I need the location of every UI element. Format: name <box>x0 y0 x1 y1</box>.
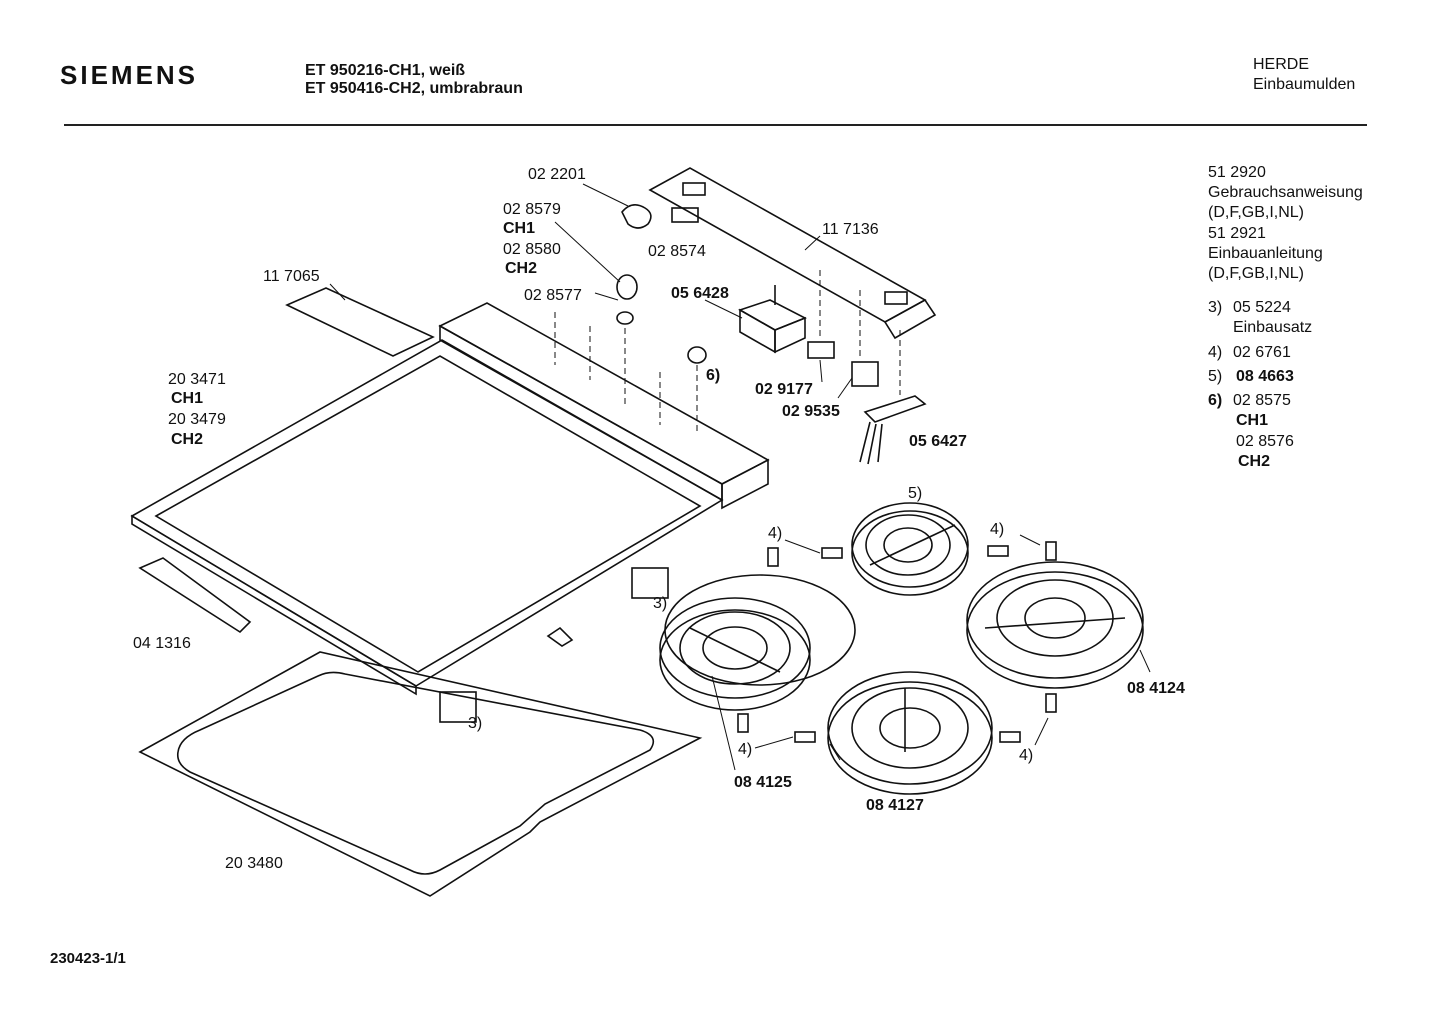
label-ch1-knob: CH1 <box>503 220 536 237</box>
subcategory-label: Einbaumulden <box>1253 76 1356 93</box>
label-028577: 02 8577 <box>524 287 582 304</box>
label-note4-d: 4) <box>1019 747 1034 764</box>
spacer-4b <box>987 545 1009 557</box>
label-note3-b: 3) <box>468 715 483 732</box>
switch-029177 <box>807 341 835 359</box>
clip-022201 <box>621 204 652 229</box>
label-029535: 02 9535 <box>782 403 840 420</box>
side-note4-part: 02 6761 <box>1233 344 1291 361</box>
frame-gasket-203480 <box>138 651 703 897</box>
label-note4-b: 4) <box>990 521 1005 538</box>
label-056427: 05 6427 <box>909 433 967 450</box>
side-note5-ref: 5) <box>1208 368 1223 385</box>
side-note6-part-ch2: 02 8576 <box>1236 433 1294 450</box>
side-note3-ref: 3) <box>1208 299 1223 316</box>
side-note4-ref: 4) <box>1208 344 1223 361</box>
hotplate-084125 <box>659 574 856 711</box>
header-divider <box>64 124 1367 126</box>
label-028574: 02 8574 <box>648 243 706 260</box>
label-ch1-top: CH1 <box>171 390 204 407</box>
side-note6-part-ch1: 02 8575 <box>1233 392 1291 409</box>
hotplate-084127 <box>827 671 993 795</box>
label-note5: 5) <box>908 485 923 502</box>
label-084127: 08 4127 <box>866 797 924 814</box>
mounting-clip-3a <box>631 567 669 599</box>
label-ch2-knob: CH2 <box>505 260 538 277</box>
label-084125: 08 4125 <box>734 774 792 791</box>
label-056428: 05 6428 <box>671 285 729 302</box>
spacer-4d <box>999 731 1021 743</box>
side-doc2-name: Einbauanleitung <box>1208 245 1323 262</box>
glass-top-plate <box>130 339 724 687</box>
side-note3-name: Einbausatz <box>1233 319 1313 336</box>
hotplate-084663 <box>851 502 969 596</box>
label-028579: 02 8579 <box>503 201 561 218</box>
category-label: HERDE <box>1253 56 1310 73</box>
knob-cap-028577 <box>616 311 634 325</box>
model-line-1: ET 950216-CH1, weiß <box>305 62 466 79</box>
label-203479: 20 3479 <box>168 411 226 428</box>
side-doc1-langs: (D,F,GB,I,NL) <box>1208 204 1305 221</box>
spacer-4c <box>737 713 749 733</box>
label-022201: 02 2201 <box>528 166 586 183</box>
label-203480: 20 3480 <box>225 855 283 872</box>
side-note6-variant-ch2: CH2 <box>1238 453 1271 470</box>
connector-028574 <box>671 207 699 223</box>
label-117065: 11 7065 <box>263 268 320 285</box>
label-028580: 02 8580 <box>503 241 561 258</box>
side-note6-ref: 6) <box>1208 392 1223 409</box>
switch-029535 <box>851 361 879 387</box>
drawing-number: 230423-1/1 <box>50 950 126 967</box>
side-note5-part: 08 4663 <box>1236 368 1294 385</box>
label-note3-a: 3) <box>653 595 668 612</box>
side-note6-variant-ch1: CH1 <box>1236 412 1269 429</box>
strip-117065 <box>285 287 435 357</box>
gasket-041316 <box>138 557 252 634</box>
terminal-056427 <box>863 395 927 423</box>
label-note6: 6) <box>706 367 721 384</box>
label-ch2-top: CH2 <box>171 431 204 448</box>
side-note3-part: 05 5224 <box>1233 299 1291 316</box>
spacer-4a <box>767 547 779 567</box>
label-117136: 11 7136 <box>822 221 879 238</box>
side-doc1-name: Gebrauchsanweisung <box>1208 184 1363 201</box>
mounting-clip-3b <box>439 691 477 723</box>
label-note4-c: 4) <box>738 741 753 758</box>
label-029177: 02 9177 <box>755 381 813 398</box>
side-doc2-langs: (D,F,GB,I,NL) <box>1208 265 1305 282</box>
clip-small <box>546 626 574 647</box>
knob-cap-6 <box>687 346 707 364</box>
side-doc2-number: 51 2921 <box>1208 225 1266 242</box>
control-housing <box>438 302 770 485</box>
knob-028579 <box>616 274 638 300</box>
model-line-2: ET 950416-CH2, umbrabraun <box>305 80 523 97</box>
label-note4-a: 4) <box>768 525 783 542</box>
label-041316: 04 1316 <box>133 635 191 652</box>
label-203471: 20 3471 <box>168 371 226 388</box>
hotplate-084124 <box>966 561 1144 689</box>
side-doc1-number: 51 2920 <box>1208 164 1266 181</box>
label-084124: 08 4124 <box>1127 680 1185 697</box>
brand-logo: SIEMENS <box>60 60 199 90</box>
